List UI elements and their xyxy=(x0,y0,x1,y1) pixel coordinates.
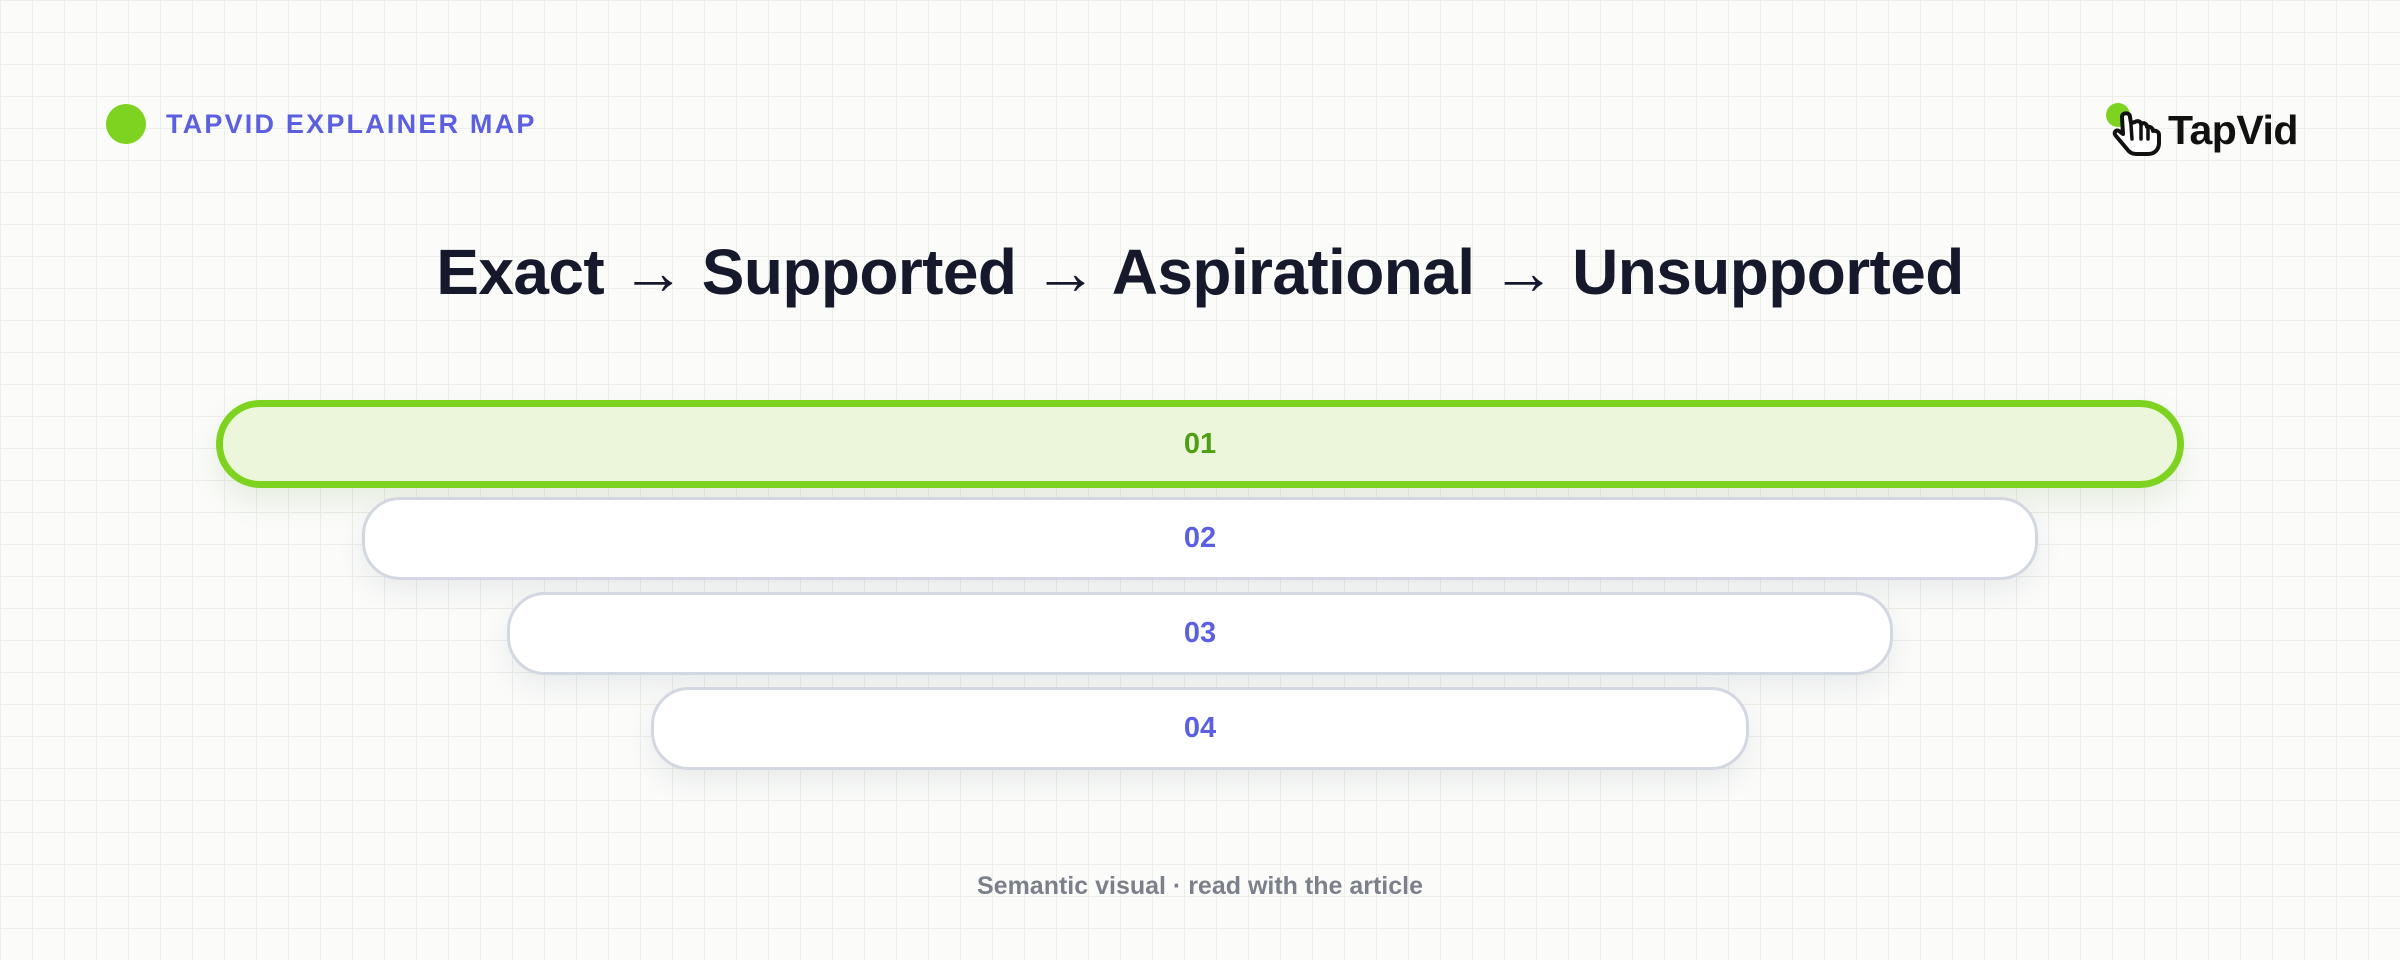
tapvid-logo[interactable]: TapVid xyxy=(2104,100,2298,160)
step-number: 02 xyxy=(1183,522,1217,554)
badge-label: TAPVID EXPLAINER MAP xyxy=(166,108,537,139)
step-card-04[interactable]: 04 xyxy=(651,687,1749,770)
step-number: 03 xyxy=(1183,617,1217,649)
step-card-01[interactable]: 01 xyxy=(216,400,2184,488)
step-card-03[interactable]: 03 xyxy=(507,592,1893,675)
step-number: 04 xyxy=(1183,712,1217,744)
footer-caption: Semantic visual · read with the article xyxy=(977,872,1423,900)
logo-wordmark: TapVid xyxy=(2168,106,2298,153)
green-dot-icon xyxy=(106,104,146,144)
step-card-02[interactable]: 02 xyxy=(362,497,2038,580)
explainer-badge: TAPVID EXPLAINER MAP xyxy=(106,104,537,144)
tap-hand-cursor-icon xyxy=(2106,103,2161,156)
page-title: Exact → Supported → Aspirational → Unsup… xyxy=(436,236,1964,308)
step-number: 01 xyxy=(1183,427,1217,460)
